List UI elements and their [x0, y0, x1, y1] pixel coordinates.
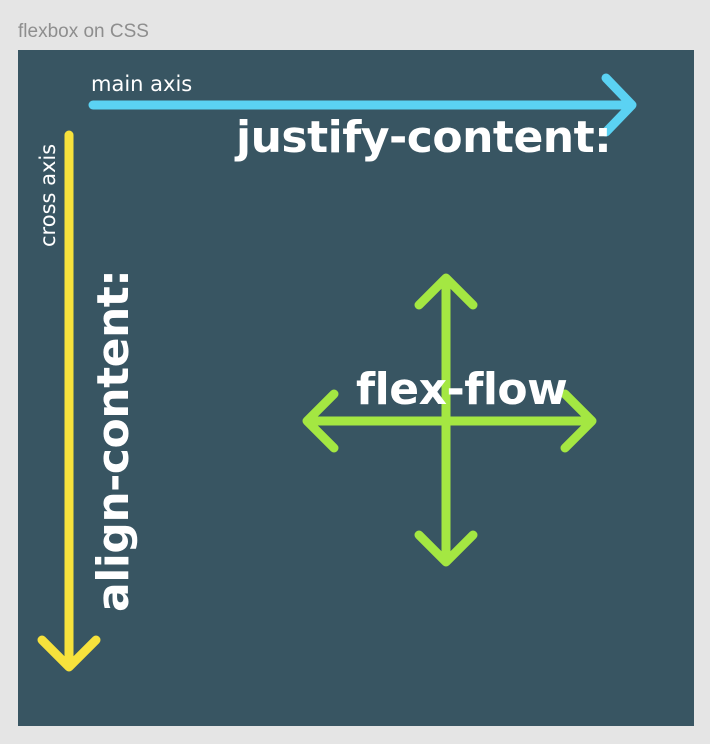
- flex-flow-arrows: [302, 273, 597, 567]
- flex-flow-label: flex-flow: [356, 364, 568, 415]
- frame-title: flexbox on CSS: [18, 21, 149, 42]
- diagram-canvas: main axis justify-content: cross axis al…: [18, 50, 694, 726]
- align-content-label: align-content:: [88, 269, 139, 612]
- main-axis-label: main axis: [91, 72, 193, 96]
- main-axis-arrow: [88, 73, 637, 137]
- cross-axis-arrow: [37, 130, 101, 672]
- arrows-layer: [37, 73, 637, 672]
- cross-axis-label: cross axis: [36, 143, 60, 247]
- justify-content-label: justify-content:: [236, 112, 612, 163]
